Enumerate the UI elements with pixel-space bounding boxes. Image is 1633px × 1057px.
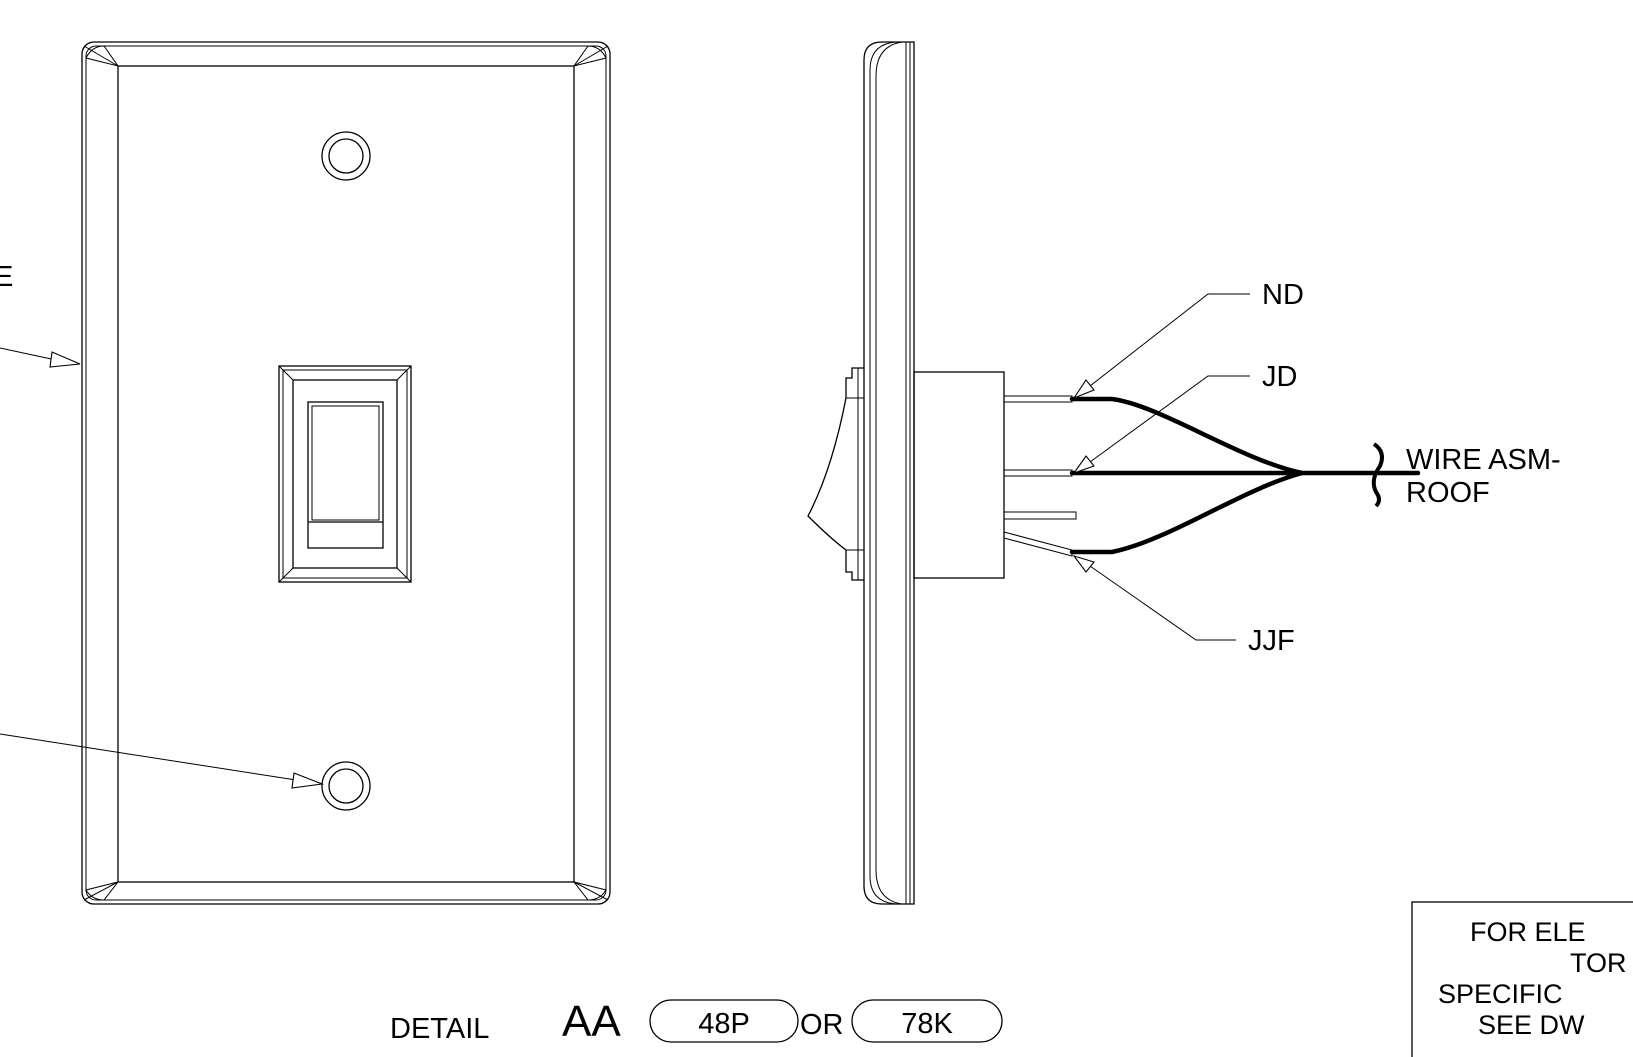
label-jjf: JJF	[1248, 625, 1295, 657]
switch-body	[913, 371, 1005, 579]
leader-plate-edge	[0, 347, 57, 361]
leader-jd	[1089, 375, 1250, 463]
terminal-nd	[1003, 395, 1073, 403]
plate-profile-curve	[869, 41, 897, 905]
screw-bottom-outer	[321, 761, 371, 811]
bevel-corner-tr	[573, 45, 609, 67]
wire-labels: ND JD JJF WIRE ASM- ROOF	[1248, 279, 1561, 657]
side-view	[807, 41, 1421, 905]
bevel-corner-bl	[83, 881, 119, 901]
wire-nd	[1069, 396, 1305, 476]
terminal-jjf	[1003, 531, 1073, 557]
leader-jd-arrowhead	[1072, 455, 1095, 475]
detail-option1-box	[649, 999, 799, 1043]
label-wire-asm: WIRE ASM-	[1406, 444, 1561, 476]
switch-bezel-outer2	[282, 369, 408, 579]
leader-nd	[1089, 293, 1250, 387]
switch-rocker-face	[311, 405, 380, 521]
detail-option1: 48P	[698, 1008, 750, 1040]
bevel-shade-tr	[572, 45, 607, 67]
terminal-ground	[1003, 511, 1077, 520]
leader-plate-edge-arrowhead	[49, 351, 81, 368]
label-wire-roof: ROOF	[1406, 477, 1490, 509]
note-line4: SEE DW	[1478, 1010, 1585, 1040]
plate-outer-edge-inner	[85, 45, 607, 901]
switch-corner-bl	[278, 567, 294, 583]
switch-corner-tr	[396, 365, 412, 381]
left-label-fragment: E	[0, 261, 13, 293]
bevel-corner-tl	[83, 45, 119, 67]
note-box: FOR ELE TOR SPECIFIC SEE DW	[1411, 901, 1633, 1057]
bevel-shade-br	[572, 881, 607, 901]
bevel-corner-br	[573, 881, 609, 901]
screw-top-outer	[321, 131, 371, 181]
plate-outer-edge	[81, 41, 611, 905]
leader-jjf-arrowhead	[1072, 554, 1095, 573]
detail-prefix: DETAIL	[390, 1013, 489, 1045]
bevel-shade-tl	[85, 45, 120, 67]
bevel-shade-bl	[85, 881, 120, 901]
detail-option2: 78K	[901, 1008, 953, 1040]
note-line3: SPECIFIC	[1438, 979, 1563, 1009]
rocker-actuator	[807, 367, 864, 581]
switch-corner-br	[396, 567, 412, 583]
wire-jjf	[1069, 470, 1305, 555]
switch-corner-tl	[278, 365, 294, 381]
note-box-frame	[1411, 901, 1633, 1057]
switch-bezel-outer	[278, 365, 412, 583]
leader-screw	[0, 733, 297, 781]
detail-separator: OR	[800, 1009, 844, 1041]
leader-jjf	[1089, 565, 1236, 641]
plate-profile-outer	[863, 41, 915, 905]
plate-face	[117, 65, 575, 883]
screw-top-inner	[328, 138, 364, 174]
plate-profile-curve2	[875, 41, 903, 905]
note-line2: TOR	[1570, 948, 1627, 978]
detail-callout: DETAIL AA 48P OR 78K	[390, 997, 1003, 1046]
left-leaders: E	[0, 261, 325, 789]
terminal-jd	[1003, 469, 1073, 477]
detail-option2-box	[851, 999, 1003, 1043]
detail-id: AA	[562, 997, 621, 1046]
screw-bottom-inner	[328, 768, 364, 804]
leader-screw-arrowhead	[291, 772, 325, 789]
wire-break-symbol	[1371, 442, 1384, 508]
front-view-plate	[81, 41, 611, 905]
switch-bezel-inner	[292, 379, 398, 569]
wire-label-leaders	[1072, 293, 1250, 641]
label-nd: ND	[1262, 279, 1304, 311]
leader-nd-arrowhead	[1072, 379, 1095, 400]
switch-rocker	[307, 401, 384, 549]
note-line1: FOR ELE	[1470, 917, 1586, 947]
label-jd: JD	[1262, 361, 1297, 393]
